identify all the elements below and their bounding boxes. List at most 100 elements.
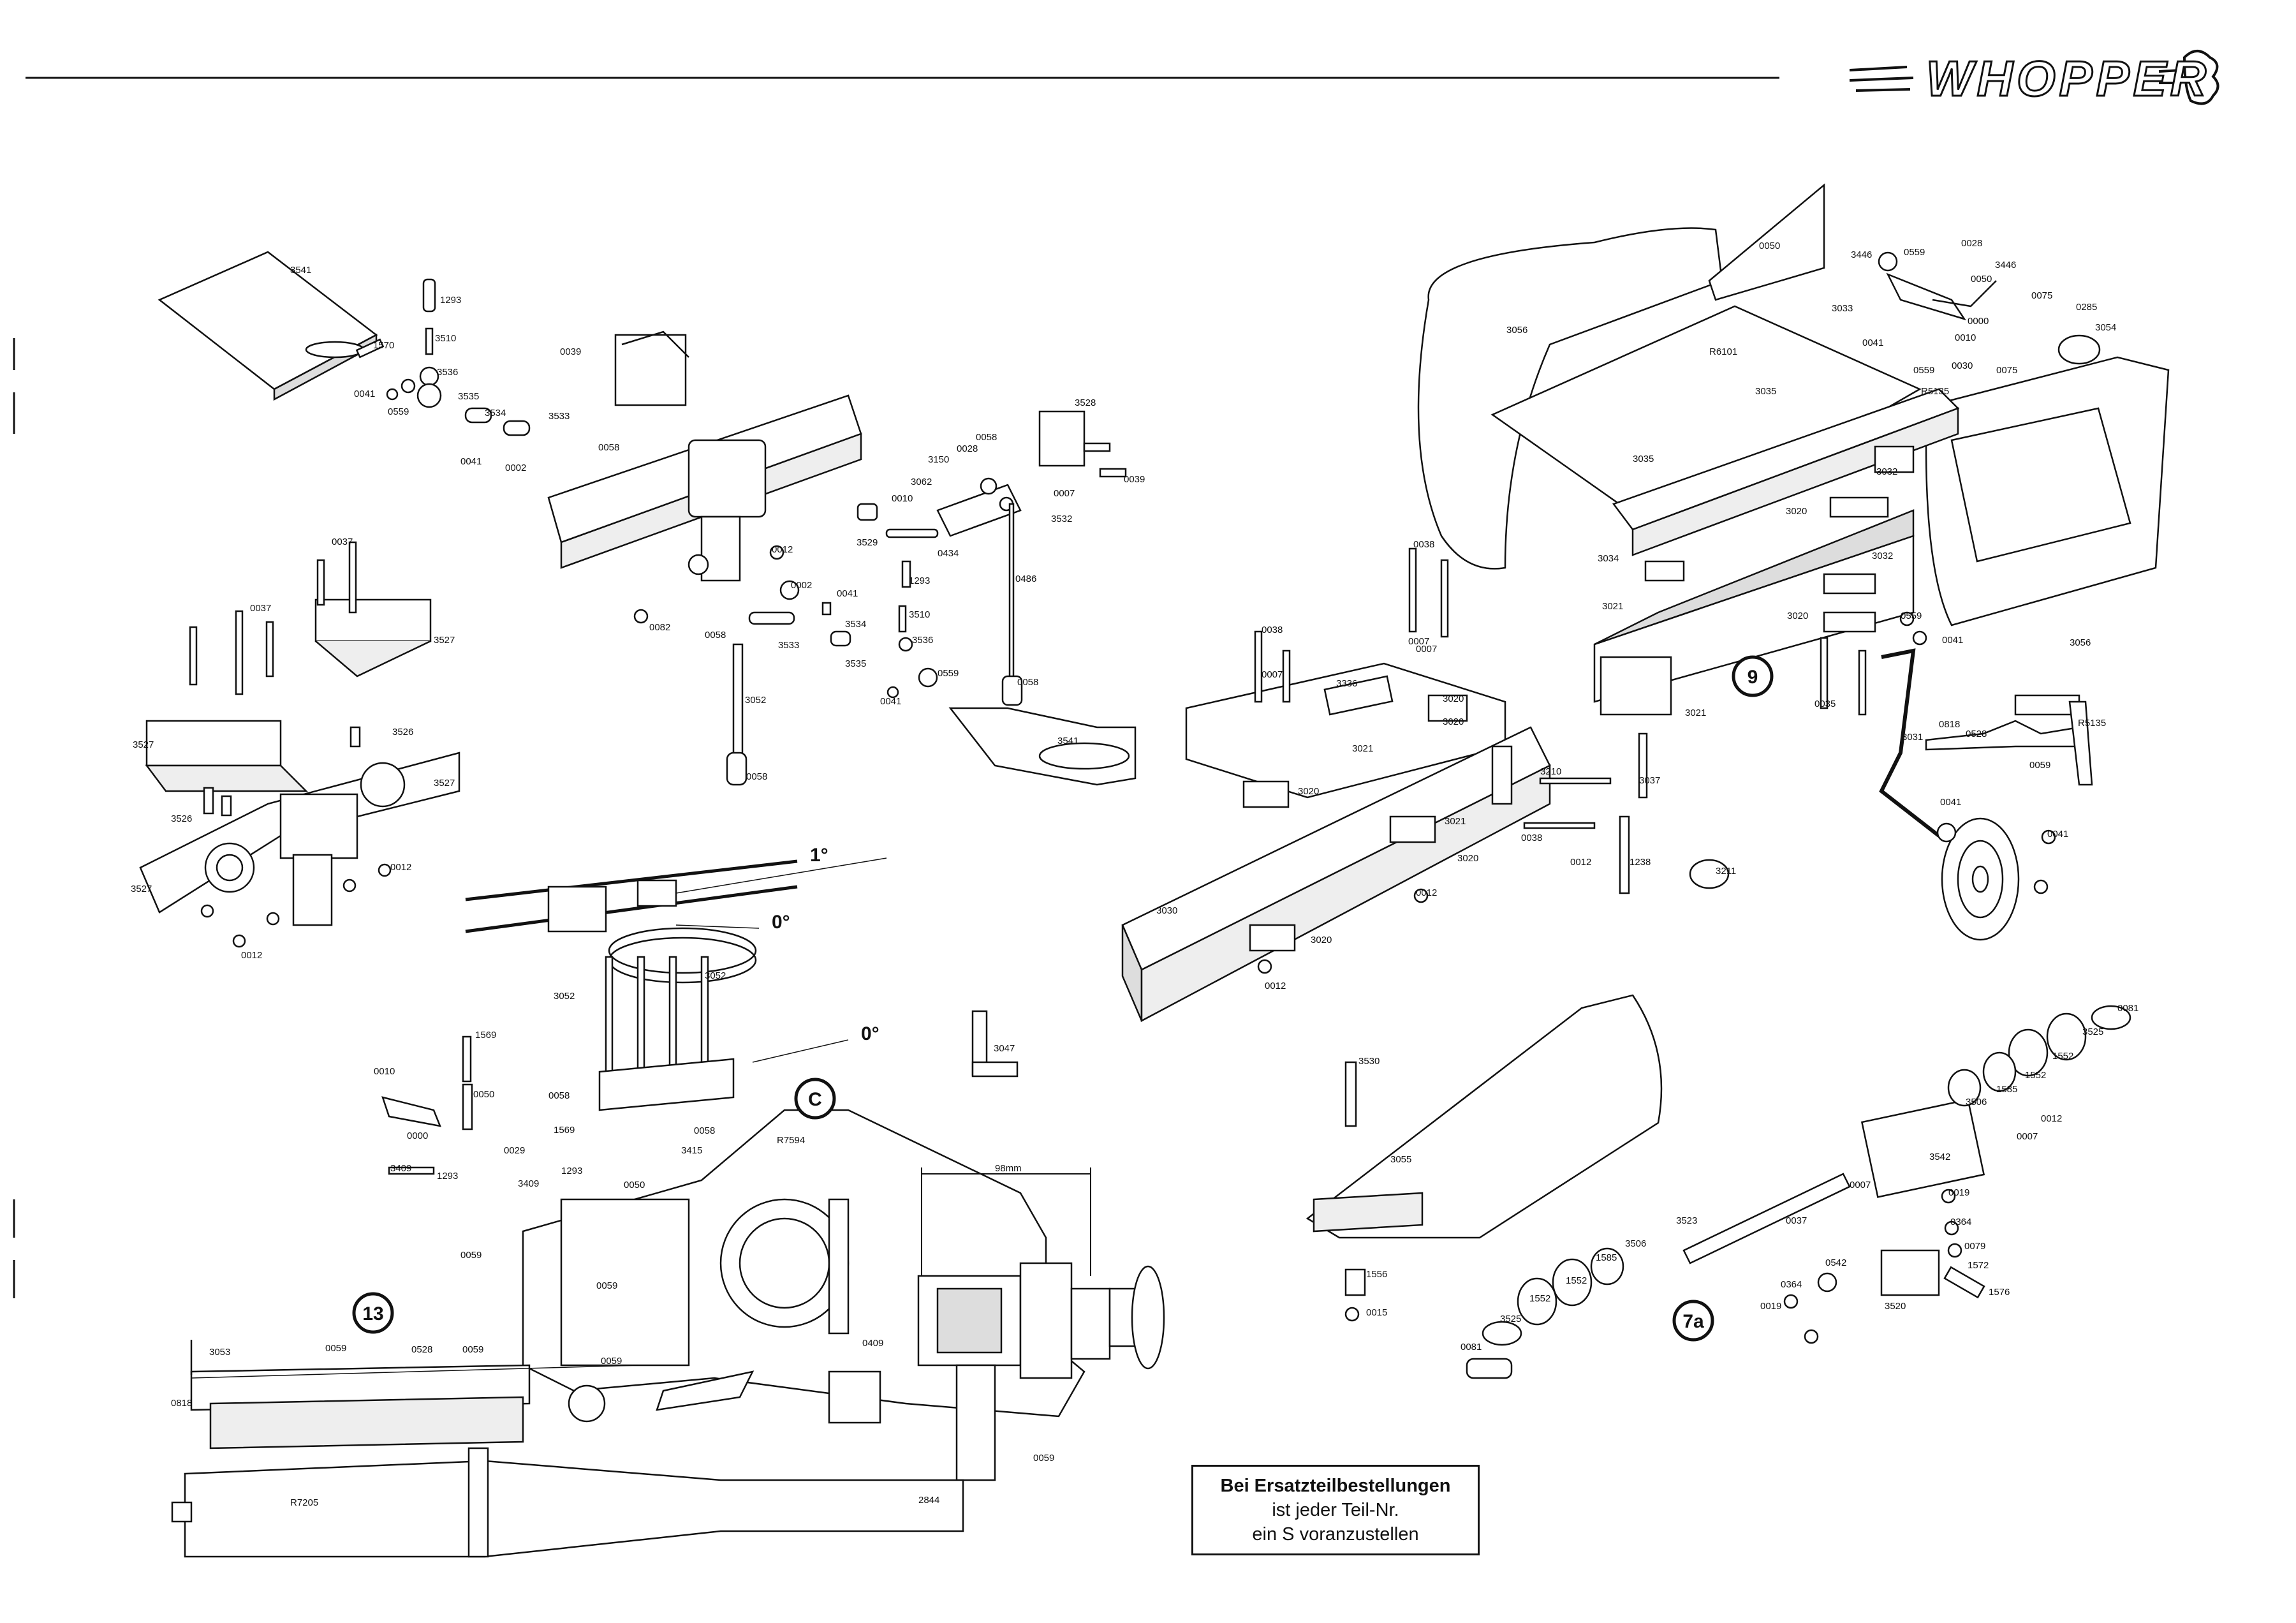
part-label: 0037 [1786,1215,1807,1226]
part-label: 0364 [1950,1217,1971,1227]
part-label: 3020 [1787,611,1808,621]
part-label: 3446 [1851,249,1872,260]
part-label: 0058 [598,442,619,453]
part-label: 0059 [325,1343,346,1354]
part-label: 0028 [957,443,978,454]
fuselage-assembly [171,859,1165,1558]
part-label: 0012 [2041,1113,2062,1124]
part-label: 0002 [505,463,526,473]
part-label: 0041 [2047,829,2068,840]
part-label: 0007 [1408,636,1429,647]
part-label: 0542 [1825,1257,1846,1268]
order-note-box: Bei Ersatzteilbestellungen ist jeder Tei… [1191,1465,1480,1555]
rotor-head-assembly [139,251,1137,948]
part-label: 3409 [390,1163,411,1174]
part-label: 3211 [1716,866,1736,877]
part-label: 0041 [837,588,858,599]
part-label: 3510 [435,333,456,344]
part-label: 0486 [1015,574,1036,584]
part-label: 0007 [1054,488,1075,499]
tail-mount-assembly [1121,547,1730,1023]
part-label: 3210 [1540,766,1561,777]
part-label: 3047 [994,1043,1015,1054]
part-label: 0012 [241,950,262,961]
group-label: 7a [1682,1311,1704,1332]
order-note-line-2: ist jeder Teil-Nr. [1272,1500,1399,1520]
part-label: 1570 [373,340,394,351]
part-label: 0075 [1996,365,2017,376]
part-label: 3536 [912,635,933,646]
part-label: 3506 [1966,1097,1987,1108]
part-label: 0007 [1850,1180,1871,1190]
part-label: 3062 [911,477,932,487]
part-label: 3021 [1685,708,1706,718]
part-label: 3020 [1786,506,1807,517]
group-circle [1732,655,1774,697]
part-label: 1238 [1630,857,1651,868]
dimension-98mm [921,1167,1091,1276]
part-label: 0010 [892,493,913,504]
tail-rotor-assembly [1417,183,2170,941]
part-label: 1585 [1996,1084,2017,1095]
part-label: R6101 [1709,346,1737,357]
part-label: 0528 [1966,729,1987,739]
dimension-label: 98mm [995,1163,1022,1174]
angle-label: 0° [861,1023,879,1044]
part-label: 3446 [1995,260,2016,270]
part-label: 1552 [1529,1293,1550,1304]
part-label: 3526 [392,727,413,737]
part-label: 3534 [845,619,866,630]
part-label: 0039 [560,346,581,357]
angle-label: 1° [810,845,828,866]
part-label: R7205 [290,1497,318,1508]
part-label: 0058 [548,1090,570,1101]
part-label: 1293 [440,295,461,306]
part-label: 3415 [681,1145,702,1156]
part-label: 0434 [938,548,959,559]
part-label: 3336 [1336,678,1357,689]
part-label: 3533 [548,411,570,422]
part-label: 3525 [1500,1314,1521,1324]
part-label: 0015 [1366,1307,1387,1318]
part-label: 0007 [1262,669,1283,680]
part-label: 0037 [250,603,271,614]
speed-lines-icon [1850,50,2219,105]
part-label: 1293 [561,1166,582,1176]
puff-cloud-icon [2182,50,2219,105]
part-label: 3030 [1156,905,1177,916]
part-label: 3533 [778,640,799,651]
part-label: 0059 [2029,760,2050,771]
part-label: 0010 [1955,332,1976,343]
part-label: 0559 [1901,611,1922,621]
part-label: 0409 [862,1338,883,1349]
part-label: 0050 [1971,274,1992,285]
part-label: 3052 [554,991,575,1002]
part-label: 3020 [1311,935,1332,945]
part-label: 3056 [2070,637,2091,648]
part-label: 3031 [1902,732,1923,743]
part-label: 3525 [2082,1026,2103,1037]
part-label: 3033 [1832,303,1853,314]
part-label: 2844 [918,1495,939,1506]
group-label: C [808,1089,822,1110]
part-label: 3055 [1390,1154,1411,1165]
group-circle [1672,1300,1714,1342]
part-label: 3150 [928,454,949,465]
part-label: 3020 [1457,853,1478,864]
part-label: 3053 [209,1347,230,1358]
part-label: 0012 [772,544,793,555]
part-label: 0364 [1781,1279,1802,1290]
part-label: 3527 [131,884,152,894]
part-label: 0082 [649,622,670,633]
angle-label: 0° [772,912,790,933]
part-label: 3020 [1298,786,1319,797]
part-label: 0041 [1942,635,1963,646]
part-label: 3037 [1639,775,1660,786]
part-label: 3021 [1445,816,1466,827]
part-label: 0041 [1862,337,1883,348]
part-label: 3054 [2095,322,2116,333]
part-label: 0041 [880,696,901,707]
part-label: R5135 [2078,718,2106,729]
part-label: 3542 [1929,1152,1950,1162]
